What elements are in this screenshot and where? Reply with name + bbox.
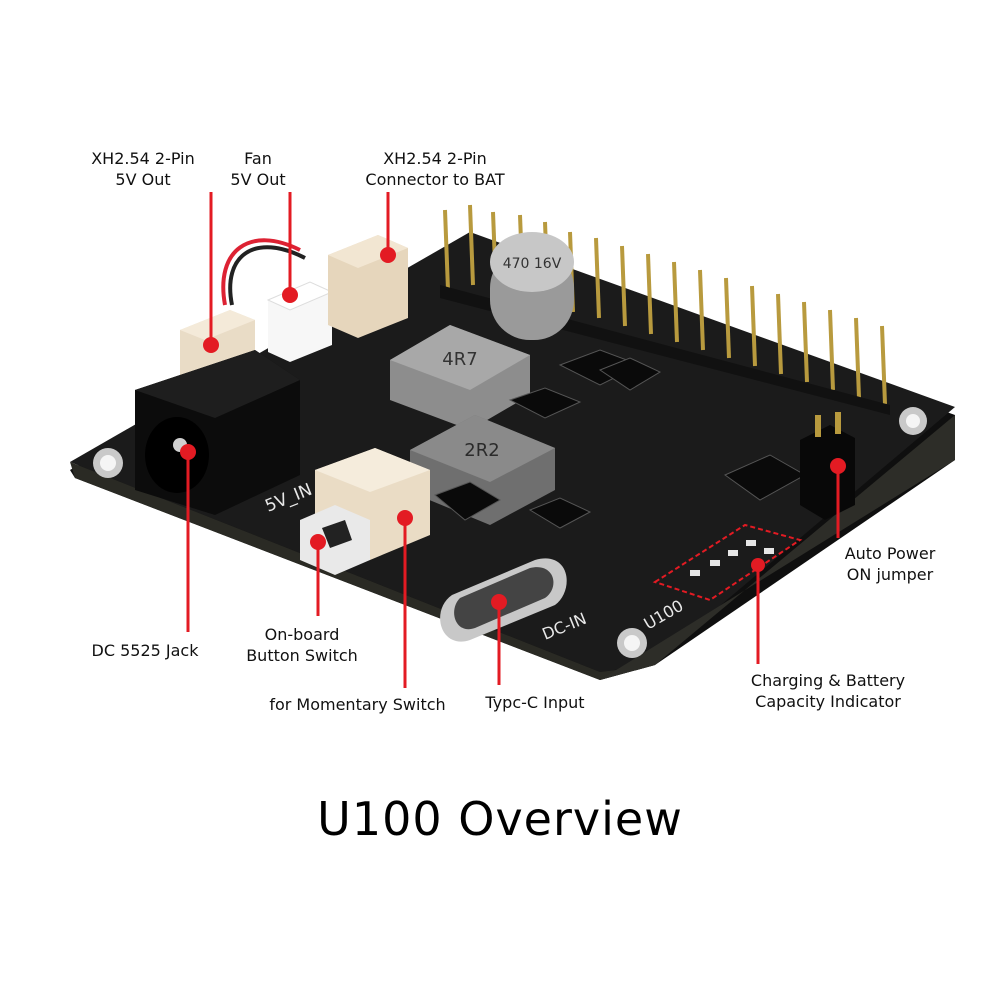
label-fan-line2: 5V Out: [230, 170, 286, 189]
connector-xh-bat: [328, 235, 408, 338]
pointer-dot-typec: [491, 594, 507, 610]
capacitor: 470 16V: [490, 232, 574, 340]
label-xh-5v-out: XH2.54 2-Pin 5V Out: [78, 148, 208, 190]
label-momentary-line1: for Momentary Switch: [269, 695, 446, 714]
label-xh-5v-out-line1: XH2.54 2-Pin: [91, 149, 195, 168]
label-xh-bat: XH2.54 2-Pin Connector to BAT: [345, 148, 525, 190]
indicator-outline: [652, 523, 803, 602]
label-button-line1: On-board: [264, 625, 340, 644]
jumper: [800, 412, 855, 520]
label-fan: Fan 5V Out: [218, 148, 298, 190]
label-button: On-board Button Switch: [232, 624, 372, 666]
ic-chips: [434, 349, 807, 529]
pointer-dot-xh-5v: [203, 337, 219, 353]
label-typec: Typc-C Input: [470, 692, 600, 713]
pointer-dot-momentary: [397, 510, 413, 526]
label-dc-jack-line1: DC 5525 Jack: [91, 641, 199, 660]
label-auto-power-line2: ON jumper: [846, 565, 934, 584]
connector-fan: [221, 238, 334, 362]
pointer-dot-indicator: [751, 558, 765, 572]
label-xh-5v-out-line2: 5V Out: [115, 170, 171, 189]
inductor-4r7: 4R7: [390, 325, 530, 430]
label-fan-line1: Fan: [244, 149, 272, 168]
pointer-dot-auto-power: [830, 458, 846, 474]
pointer-dot-fan: [282, 287, 298, 303]
label-auto-power-line1: Auto Power: [844, 544, 936, 563]
pointer-dot-button: [310, 534, 326, 550]
pointer-dot-xh-bat: [380, 247, 396, 263]
label-dc-jack: DC 5525 Jack: [75, 640, 215, 661]
label-xh-bat-line1: XH2.54 2-Pin: [383, 149, 487, 168]
label-indicator-line2: Capacity Indicator: [755, 692, 901, 711]
mounting-holes: [93, 407, 927, 658]
indicator-leds: [690, 540, 774, 576]
label-typec-line1: Typc-C Input: [485, 693, 585, 712]
label-auto-power: Auto Power ON jumper: [825, 543, 955, 585]
label-xh-bat-line2: Connector to BAT: [365, 170, 505, 189]
label-indicator: Charging & Battery Capacity Indicator: [728, 670, 928, 712]
pointer-dot-dc-jack: [180, 444, 196, 460]
capacitor-marking: 470 16V: [503, 256, 562, 272]
label-momentary: for Momentary Switch: [250, 694, 465, 715]
inductor-marking-bottom: 2R2: [464, 440, 499, 461]
pointers: [180, 192, 846, 688]
label-indicator-line1: Charging & Battery: [750, 671, 906, 690]
page-title: U100 Overview: [317, 792, 683, 846]
dc-jack: [135, 350, 300, 515]
inductor-marking-top: 4R7: [442, 349, 477, 370]
label-button-line2: Button Switch: [246, 646, 358, 665]
